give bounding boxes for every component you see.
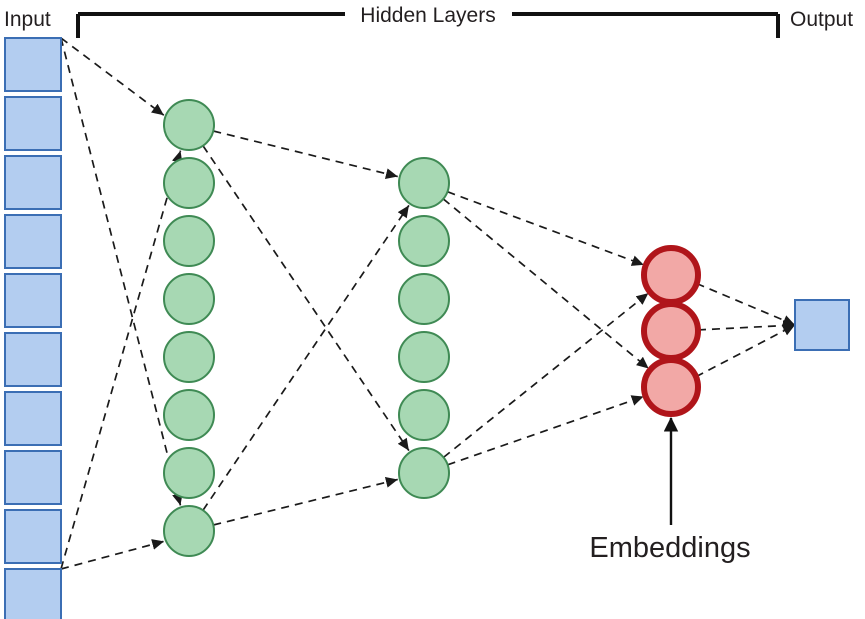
connection-input.0-to-hidden-1.7	[60, 37, 183, 506]
node-embeddings-2[interactable]	[641, 357, 701, 417]
connection-input.9-to-hidden-1.0	[60, 150, 183, 570]
node-input-5[interactable]	[4, 332, 62, 387]
node-input-8[interactable]	[4, 509, 62, 564]
node-embeddings-0[interactable]	[641, 245, 701, 305]
node-hidden-1-5[interactable]	[163, 389, 215, 441]
node-hidden-1-1[interactable]	[163, 157, 215, 209]
output-label: Output	[790, 8, 853, 31]
node-hidden-1-7[interactable]	[163, 505, 215, 557]
node-hidden-2-3[interactable]	[398, 331, 450, 383]
node-embeddings-1[interactable]	[641, 301, 701, 361]
connection-hidden-1.0-to-hidden-2.0	[213, 130, 398, 179]
node-hidden-2-5[interactable]	[398, 447, 450, 499]
connection-embeddings.0-to-output.0	[696, 282, 796, 326]
hidden-layers-label: Hidden Layers	[360, 4, 495, 27]
connection-input.9-to-hidden-1.7	[60, 539, 165, 570]
connection-hidden-2.0-to-embeddings.2	[442, 198, 650, 370]
connection-edges	[60, 37, 796, 570]
node-hidden-1-0[interactable]	[163, 99, 215, 151]
node-hidden-2-1[interactable]	[398, 215, 450, 267]
node-hidden-2-0[interactable]	[398, 157, 450, 209]
node-input-7[interactable]	[4, 450, 62, 505]
node-hidden-2-4[interactable]	[398, 389, 450, 441]
input-label: Input	[4, 8, 51, 31]
hidden-layers-bracket	[76, 12, 780, 38]
node-input-0[interactable]	[4, 37, 62, 92]
node-hidden-1-2[interactable]	[163, 215, 215, 267]
node-input-2[interactable]	[4, 155, 62, 210]
connection-hidden-2.5-to-embeddings.2	[447, 395, 644, 466]
connection-embeddings.2-to-output.0	[695, 324, 796, 378]
connection-hidden-1.0-to-hidden-2.5	[202, 145, 410, 452]
connection-hidden-2.5-to-embeddings.0	[442, 292, 649, 459]
node-hidden-1-6[interactable]	[163, 447, 215, 499]
network-nodes	[4, 37, 850, 619]
node-input-9[interactable]	[4, 568, 62, 619]
node-input-3[interactable]	[4, 214, 62, 269]
node-input-1[interactable]	[4, 96, 62, 151]
connection-embeddings.1-to-output.0	[697, 320, 796, 332]
embeddings-label: Embeddings	[589, 532, 750, 564]
connection-hidden-1.7-to-hidden-2.5	[213, 477, 398, 526]
node-hidden-1-4[interactable]	[163, 331, 215, 383]
connection-input.0-to-hidden-1.0	[60, 37, 165, 116]
connection-hidden-1.7-to-hidden-2.0	[202, 204, 410, 511]
node-hidden-1-3[interactable]	[163, 273, 215, 325]
node-hidden-2-2[interactable]	[398, 273, 450, 325]
node-output-0[interactable]	[794, 299, 850, 351]
node-input-4[interactable]	[4, 273, 62, 328]
node-input-6[interactable]	[4, 391, 62, 446]
connection-hidden-2.0-to-embeddings.0	[447, 190, 645, 266]
